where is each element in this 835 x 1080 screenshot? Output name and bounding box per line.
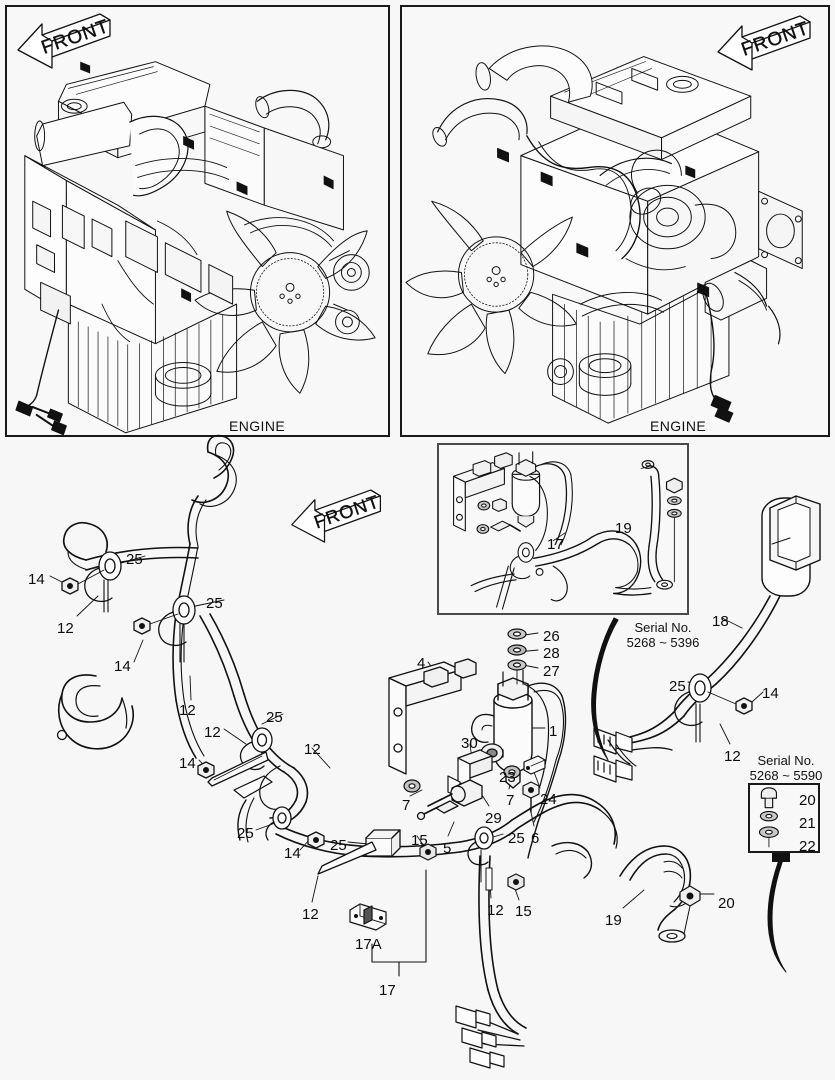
callout-c-1: 1	[549, 723, 558, 740]
front-arrow-left-panel: FRONT	[12, 8, 120, 78]
callout-c-28: 28	[543, 645, 560, 662]
callout-c-7-a: 7	[402, 797, 411, 814]
callout-c-25-d: 25	[237, 825, 254, 842]
front-arrow-right-panel: FRONT	[712, 10, 820, 80]
callout-c-12-f: 12	[487, 902, 504, 919]
callout-c-25-g: 25	[669, 678, 686, 695]
callout-c-15-b: 15	[515, 903, 532, 920]
callout-c-25-a: 25	[126, 551, 143, 568]
engine-panel-left: ENGINE	[5, 5, 390, 437]
callout-c-4: 4	[417, 655, 426, 672]
engine-panel-right: ENGINE	[400, 5, 830, 437]
callout-c-14-e: 14	[762, 685, 779, 702]
serial-note-harness-line1: Serial No.	[757, 753, 815, 768]
callout-c-6: 6	[531, 830, 540, 847]
engine-caption-left: ENGINE	[229, 418, 286, 434]
serial-note-inset-line1: Serial No.	[634, 620, 692, 635]
serial-note-harness-line2: 5268 ~ 5590	[749, 768, 823, 783]
callout-c-12-c: 12	[204, 724, 221, 741]
callout-c-17-br: 17	[379, 982, 396, 999]
engine-illustration-right	[405, 45, 803, 424]
serial-note-harness: Serial No. 5268 ~ 5590	[738, 753, 834, 783]
callout-c-17A: 17A	[355, 936, 382, 953]
callout-c-15-a: 15	[411, 832, 428, 849]
callout-c-17-in: 17	[547, 536, 564, 553]
callout-c-30: 30	[461, 735, 478, 752]
callout-c-27: 27	[543, 663, 560, 680]
inset-detail-illustration	[453, 451, 683, 610]
serial-note-inset-line2: 5268 ~ 5396	[626, 635, 700, 650]
callout-c-14-b: 14	[114, 658, 131, 675]
callout-c-19-b: 19	[605, 912, 622, 929]
callout-c-18: 18	[712, 613, 729, 630]
callout-c-12-g: 12	[724, 748, 741, 765]
front-arrow-harness: FRONT	[286, 484, 390, 552]
engine-caption-right: ENGINE	[650, 418, 707, 434]
callout-c-29: 29	[485, 810, 502, 827]
callout-c-23: 23	[499, 769, 516, 786]
callout-c-25-f: 25	[508, 830, 525, 847]
callout-c-20: 20	[799, 792, 816, 809]
callout-c-20-b: 20	[718, 895, 735, 912]
serial-variant-parts-box	[748, 783, 820, 853]
callout-c-19-in: 19	[615, 520, 632, 537]
callout-c-22: 22	[799, 838, 816, 855]
small-parts-illustration	[758, 787, 779, 848]
callout-c-25-b: 25	[206, 595, 223, 612]
callout-c-25-e: 25	[330, 837, 347, 854]
callout-c-25-c: 25	[266, 709, 283, 726]
callout-c-14-a: 14	[28, 571, 45, 588]
callout-c-14-c: 14	[179, 755, 196, 772]
front-arrow-text: FRONT	[311, 490, 382, 532]
callout-c-14-d: 14	[284, 845, 301, 862]
callout-c-12-e: 12	[302, 906, 319, 923]
callout-c-12-b: 12	[179, 702, 196, 719]
callout-c-7-b: 7	[506, 792, 515, 809]
callout-c-12-d: 12	[304, 741, 321, 758]
callout-c-5: 5	[443, 840, 452, 857]
inset-detail-panel	[437, 443, 689, 615]
callout-c-21: 21	[799, 815, 816, 832]
callout-c-24: 24	[540, 791, 557, 808]
callout-c-12-a: 12	[57, 620, 74, 637]
callout-c-26: 26	[543, 628, 560, 645]
serial-note-inset: Serial No. 5268 ~ 5396	[608, 620, 718, 650]
engine-illustration-left	[15, 61, 376, 436]
